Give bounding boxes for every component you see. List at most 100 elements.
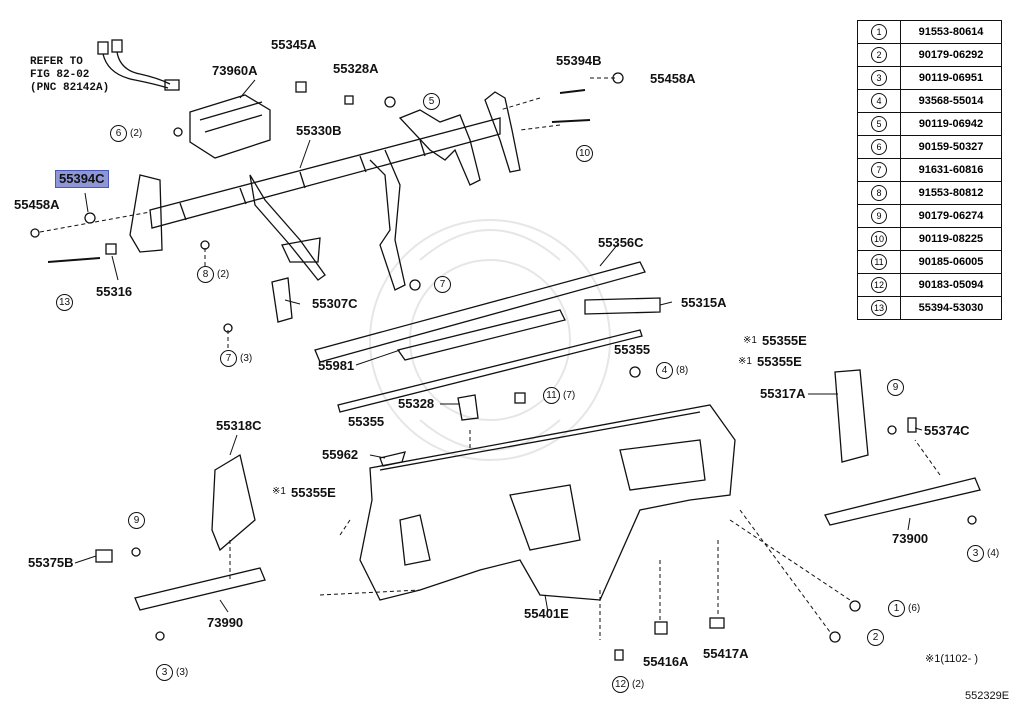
parts-table-number: 12 [871,277,887,293]
part-label-55355E-1[interactable]: 55355E [762,333,807,348]
parts-table-number: 3 [871,70,887,86]
part-label-55417A[interactable]: 55417A [703,646,749,661]
parts-table-number-cell: 13 [857,296,901,320]
callout-7-a[interactable]: 7 [434,276,454,293]
part-label-73990[interactable]: 73990 [207,615,244,630]
wire-harness [97,39,180,91]
callout-3-left[interactable]: 3(3) [156,664,188,681]
callout-1[interactable]: 1(6) [888,600,920,617]
callout-6[interactable]: 6(2) [110,125,142,142]
callout-5[interactable]: 5 [423,93,443,110]
parts-table-number: 13 [871,300,887,316]
parts-table-number-cell: 8 [857,181,901,205]
part-label-55394B[interactable]: 55394B [556,53,602,68]
parts-table-row: 13 55394-53030 [857,296,1002,320]
callout-2[interactable]: 2 [867,629,887,646]
callout-3-right[interactable]: 3(4) [967,545,999,562]
parts-table-number-cell: 10 [857,227,901,251]
defroster-parts [314,261,661,413]
parts-table-part-number[interactable]: 55394-53030 [900,296,1002,320]
parts-table-number: 10 [871,231,887,247]
parts-table-number: 6 [871,139,887,155]
knee-airbag [189,94,271,159]
parts-table-part-number[interactable]: 91631-60816 [900,158,1002,182]
footnote: ※1(1102- ) [925,653,979,665]
side-trims [134,277,981,611]
parts-table-number-cell: 6 [857,135,901,159]
part-label-55962[interactable]: 55962 [322,447,359,462]
part-label-55401E[interactable]: 55401E [524,606,569,621]
part-label-73900[interactable]: 73900 [892,531,929,546]
ref-mark-3: ※1 [272,486,286,497]
callout-8[interactable]: 8(2) [197,266,229,283]
part-label-55355-mid[interactable]: 55355 [614,342,651,357]
part-label-73960A[interactable]: 73960A [212,63,258,78]
parts-table-part-number[interactable]: 90119-08225 [900,227,1002,251]
part-label-55458A-right[interactable]: 55458A [650,71,696,86]
parts-table-number-cell: 9 [857,204,901,228]
callout-4[interactable]: 4(8) [656,362,688,379]
parts-table-part-number[interactable]: 90179-06292 [900,43,1002,67]
part-label-55355E-2[interactable]: 55355E [757,354,802,369]
parts-table-row: 3 90119-06951 [857,66,1002,90]
part-label-55318C[interactable]: 55318C [216,418,262,433]
callout-10[interactable]: 10 [576,145,596,162]
parts-table-number-cell: 4 [857,89,901,113]
part-label-55315A[interactable]: 55315A [681,295,727,310]
callout-9-left[interactable]: 9 [128,512,148,529]
part-label-55355-left[interactable]: 55355 [348,414,385,429]
ref-mark-2: ※1 [738,356,752,367]
part-label-55330B[interactable]: 55330B [296,123,342,138]
callout-11[interactable]: 11(7) [543,387,575,404]
part-label-55307C[interactable]: 55307C [312,296,358,311]
parts-table-row: 10 90119-08225 [857,227,1002,251]
fasteners [30,72,977,661]
instrument-panel [359,404,736,601]
parts-table-part-number[interactable]: 90185-06005 [900,250,1002,274]
part-label-55328[interactable]: 55328 [398,396,435,411]
parts-table-row: 7 91631-60816 [857,158,1002,182]
part-label-55355E-3[interactable]: 55355E [291,485,336,500]
ref-mark-1: ※1 [743,335,757,346]
part-label-55328A[interactable]: 55328A [333,61,379,76]
watermark-seal [369,219,611,461]
parts-table-part-number[interactable]: 90183-05094 [900,273,1002,297]
parts-table-number: 4 [871,93,887,109]
reinforcement-beam [129,91,521,291]
part-label-55345A[interactable]: 55345A [271,37,317,52]
parts-table-number: 8 [871,185,887,201]
label-pointers [74,79,923,613]
part-label-55375B[interactable]: 55375B [28,555,74,570]
part-label-55981[interactable]: 55981 [318,358,355,373]
parts-table-number: 11 [871,254,887,270]
parts-table-part-number[interactable]: 90159-50327 [900,135,1002,159]
parts-table-row: 5 90119-06942 [857,112,1002,136]
parts-table-number: 2 [871,47,887,63]
parts-table-part-number[interactable]: 91553-80812 [900,181,1002,205]
parts-table-part-number[interactable]: 93568-55014 [900,89,1002,113]
parts-table-part-number[interactable]: 90119-06951 [900,66,1002,90]
part-label-55394C[interactable]: 55394C [55,170,109,188]
callout-7-b[interactable]: 7(3) [220,350,252,367]
figure-code: 552329E [965,690,1010,702]
parts-table-part-number[interactable]: 90119-06942 [900,112,1002,136]
parts-table-number-cell: 7 [857,158,901,182]
parts-table-part-number[interactable]: 90179-06274 [900,204,1002,228]
parts-table-number: 5 [871,116,887,132]
callout-9-right[interactable]: 9 [887,379,907,396]
parts-table-number-cell: 11 [857,250,901,274]
part-label-55316[interactable]: 55316 [96,284,133,299]
callout-13[interactable]: 13 [56,294,76,311]
leader-lines [39,77,941,640]
part-label-55374C[interactable]: 55374C [924,423,970,438]
parts-table-number: 7 [871,162,887,178]
part-label-55458A-left[interactable]: 55458A [14,197,60,212]
parts-table-row: 6 90159-50327 [857,135,1002,159]
part-label-55356C[interactable]: 55356C [598,235,644,250]
callout-12[interactable]: 12(2) [612,676,644,693]
parts-table-part-number[interactable]: 91553-80614 [900,20,1002,44]
part-label-55317A[interactable]: 55317A [760,386,806,401]
part-label-55416A[interactable]: 55416A [643,654,689,669]
